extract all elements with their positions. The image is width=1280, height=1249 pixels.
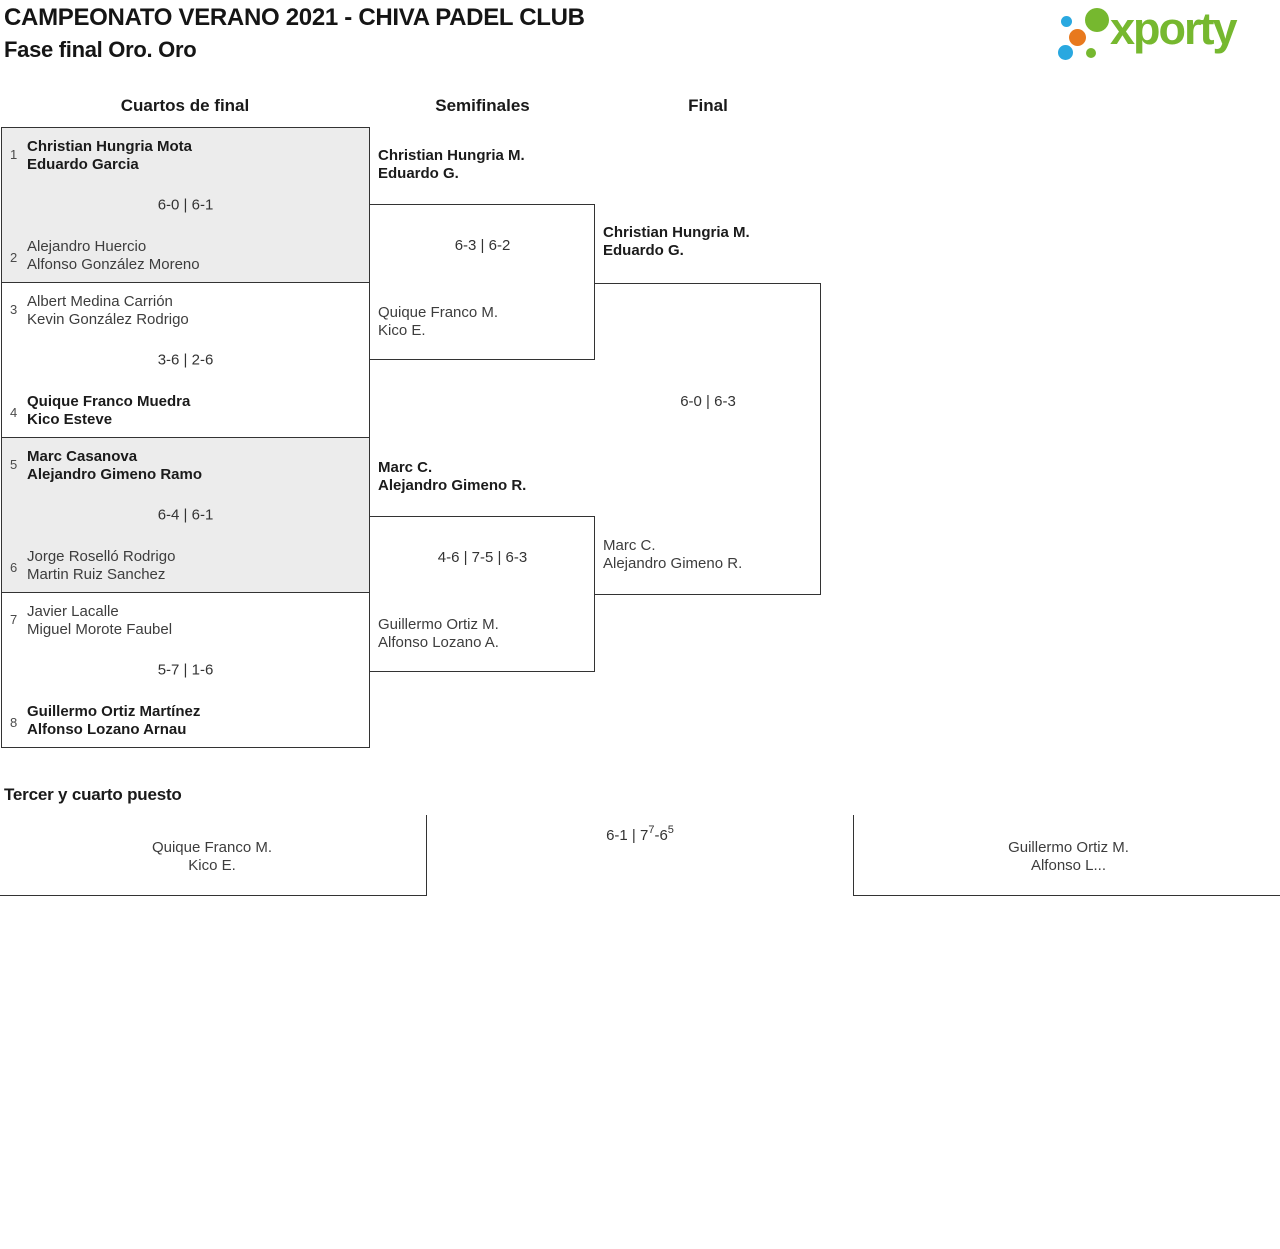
team-names: Albert Medina Carrión Kevin González Rod… xyxy=(27,293,189,329)
team-names: Quique Franco M. Kico E. xyxy=(0,839,426,875)
seed-number: 1 xyxy=(10,147,18,162)
team-name-line: Alejandro Gimeno R. xyxy=(378,477,527,494)
team-name-line: Kico Esteve xyxy=(27,411,113,428)
seed-number: 4 xyxy=(10,405,18,420)
seed-number: 8 xyxy=(10,715,18,730)
team-name-line: Kevin González Rodrigo xyxy=(27,311,189,328)
semifinal-match-1-box xyxy=(370,204,595,360)
logo-dot-icon xyxy=(1058,45,1073,60)
match-score: 4-6 | 7-5 | 6-3 xyxy=(437,549,528,566)
team-name-line: Christian Hungria M. xyxy=(378,147,525,164)
team-name-line: Alfonso Lozano Arnau xyxy=(27,721,187,738)
tiebreak-superscript: 5 xyxy=(667,824,674,836)
team-name-line: Guillermo Ortiz M. xyxy=(1008,839,1129,856)
seed-number: 3 xyxy=(10,302,18,317)
seed-number: 2 xyxy=(10,250,18,265)
team-name-line: Alfonso L... xyxy=(1030,857,1107,874)
team-name-line: Miguel Morote Faubel xyxy=(27,621,173,638)
semifinal-match-2-box xyxy=(370,516,595,672)
team-name-line: Javier Lacalle xyxy=(27,603,119,620)
team-name-line: Alejandro Gimeno R. xyxy=(603,555,743,572)
team-name-line: Guillermo Ortiz M. xyxy=(378,616,499,633)
score-segment: -6 xyxy=(654,827,668,844)
match-score: 6-4 | 6-1 xyxy=(157,506,214,524)
team-name-line: Guillermo Ortiz Martínez xyxy=(27,703,201,720)
team-names: Christian Hungria M. Eduardo G. xyxy=(378,147,525,183)
third-place-heading: Tercer y cuarto puesto xyxy=(4,785,182,804)
round-header-semifinals: Semifinales xyxy=(435,96,530,115)
third-place-right-box: Guillermo Ortiz M. Alfonso L... xyxy=(853,815,1280,896)
logo-dot-icon xyxy=(1085,8,1109,32)
team-name-line: Albert Medina Carrión xyxy=(27,293,173,310)
round-header-final: Final xyxy=(688,96,728,115)
quarterfinal-match-4: 7 Javier Lacalle Miguel Morote Faubel 5-… xyxy=(2,592,369,747)
team-name-line: Jorge Roselló Rodrigo xyxy=(27,548,176,565)
team-names: Guillermo Ortiz Martínez Alfonso Lozano … xyxy=(27,703,200,739)
team-names: Quique Franco M. Kico E. xyxy=(378,304,498,340)
score-segment: 6-1 | 7 xyxy=(606,827,649,844)
quarterfinals-column: 1 Christian Hungria Mota Eduardo Garcia … xyxy=(1,127,370,748)
round-header-quarterfinals: Cuartos de final xyxy=(120,96,250,115)
team-name-line: Kico E. xyxy=(188,857,236,874)
team-names: Guillermo Ortiz M. Alfonso Lozano A. xyxy=(378,616,499,652)
team-name-line: Christian Hungria Mota xyxy=(27,138,193,155)
phase-subtitle: Fase final Oro. Oro xyxy=(4,37,197,62)
team-name-line: Quique Franco M. xyxy=(151,839,273,856)
final-match-box xyxy=(595,283,821,595)
team-name-line: Kico E. xyxy=(378,322,426,339)
match-score: 6-1 | 77-65 xyxy=(427,824,853,844)
team-name-line: Alejandro Gimeno Ramo xyxy=(27,466,203,483)
team-name-line: Marc C. xyxy=(603,537,656,554)
team-name-line: Eduardo G. xyxy=(378,165,459,182)
seed-number: 7 xyxy=(10,612,18,627)
team-name-line: Alejandro Huercio xyxy=(27,238,147,255)
team-names: Alejandro Huercio Alfonso González Moren… xyxy=(27,238,200,274)
quarterfinal-match-2: 3 Albert Medina Carrión Kevin González R… xyxy=(2,282,369,437)
logo-dot-icon xyxy=(1086,48,1096,58)
xporty-logo: xporty xyxy=(1048,0,1278,70)
quarterfinal-match-3: 5 Marc Casanova Alejandro Gimeno Ramo 6-… xyxy=(2,437,369,592)
team-name-line: Eduardo G. xyxy=(603,242,684,259)
team-name-line: Eduardo Garcia xyxy=(27,156,139,173)
match-score: 6-3 | 6-2 xyxy=(454,237,511,254)
team-name-line: Marc Casanova xyxy=(27,448,138,465)
team-name-line: Martin Ruiz Sanchez xyxy=(27,566,166,583)
team-name-line: Christian Hungria M. xyxy=(603,224,750,241)
team-names: Marc C. Alejandro Gimeno R. xyxy=(603,537,742,573)
match-score: 6-0 | 6-3 xyxy=(680,393,736,410)
quarterfinal-match-1: 1 Christian Hungria Mota Eduardo Garcia … xyxy=(2,128,369,282)
match-score: 3-6 | 2-6 xyxy=(157,351,214,369)
tiebreak-superscript: 7 xyxy=(648,824,655,836)
match-score: 6-0 | 6-1 xyxy=(157,196,214,214)
team-name-line: Alfonso Lozano A. xyxy=(378,634,499,651)
seed-number: 6 xyxy=(10,560,18,575)
logo-dot-icon xyxy=(1069,29,1086,46)
seed-number: 5 xyxy=(10,457,18,472)
team-name-line: Quique Franco Muedra xyxy=(27,393,191,410)
team-names: Javier Lacalle Miguel Morote Faubel xyxy=(27,603,172,639)
third-place-left-box: Quique Franco M. Kico E. xyxy=(0,815,427,896)
team-names: Quique Franco Muedra Kico Esteve xyxy=(27,393,190,429)
team-names: Christian Hungria Mota Eduardo Garcia xyxy=(27,138,192,174)
team-names: Jorge Roselló Rodrigo Martin Ruiz Sanche… xyxy=(27,548,175,584)
match-score: 5-7 | 1-6 xyxy=(157,661,214,679)
team-names: Marc Casanova Alejandro Gimeno Ramo xyxy=(27,448,202,484)
team-names: Marc C. Alejandro Gimeno R. xyxy=(378,459,526,495)
team-name-line: Marc C. xyxy=(378,459,433,476)
tournament-title: CAMPEONATO VERANO 2021 - CHIVA PADEL CLU… xyxy=(4,4,585,31)
logo-dot-icon xyxy=(1061,16,1072,27)
team-names: Christian Hungria M. Eduardo G. xyxy=(603,224,750,260)
logo-wordmark: xporty xyxy=(1110,3,1238,54)
team-names: Guillermo Ortiz M. Alfonso L... xyxy=(854,839,1280,875)
team-name-line: Alfonso González Moreno xyxy=(27,256,200,273)
team-name-line: Quique Franco M. xyxy=(378,304,499,321)
